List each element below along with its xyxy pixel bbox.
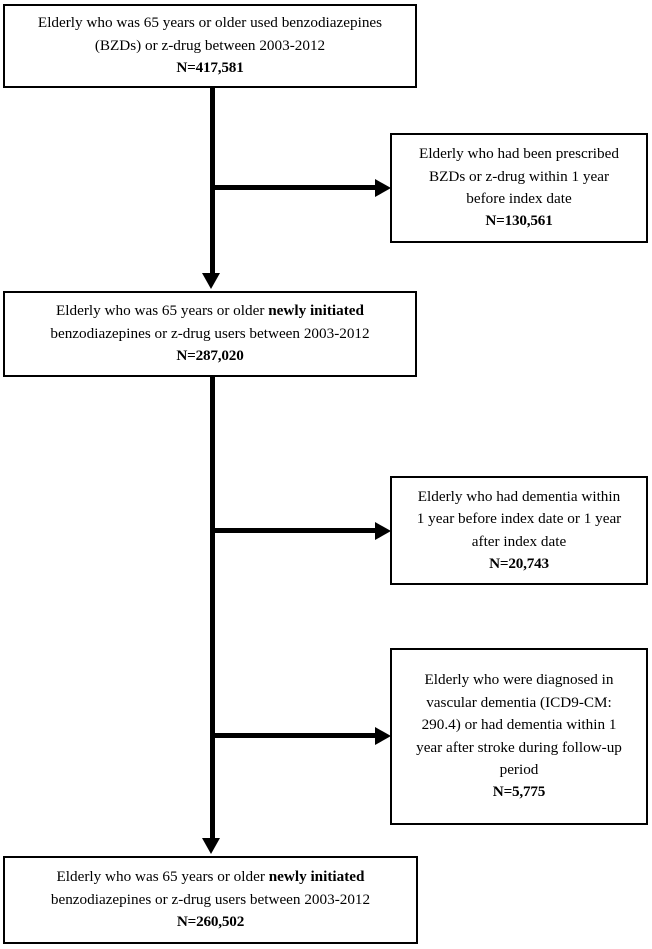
node-exclusion-prior-bzd: Elderly who had been prescribed BZDs or … bbox=[390, 133, 648, 243]
connector-initial-to-new-users bbox=[210, 88, 215, 273]
node-text-line: Elderly who was 65 years or older newly … bbox=[56, 302, 364, 320]
connector-branch-dementia bbox=[210, 528, 382, 533]
node-text-line: benzodiazepines or z-drug users between … bbox=[50, 890, 371, 908]
node-count: N=5,775 bbox=[492, 783, 546, 801]
node-text-line: benzodiazepines or z-drug users between … bbox=[50, 324, 370, 342]
node-text-line: Elderly who was 65 years or older used b… bbox=[37, 14, 383, 32]
node-cohort-new-users: Elderly who was 65 years or older newly … bbox=[3, 291, 417, 377]
node-text-line: year after stroke during follow-up bbox=[416, 738, 622, 756]
node-exclusion-vascular-dementia: Elderly who were diagnosed in vascular d… bbox=[390, 648, 648, 825]
arrowhead-right-icon bbox=[375, 179, 391, 197]
node-text-line: after index date bbox=[471, 532, 567, 550]
node-text-line: 1 year before index date or 1 year bbox=[416, 510, 622, 528]
connector-branch-prior-bzd bbox=[210, 185, 382, 190]
node-count: N=417,581 bbox=[176, 59, 244, 77]
arrowhead-right-icon bbox=[375, 522, 391, 540]
node-cohort-final: Elderly who was 65 years or older newly … bbox=[3, 856, 418, 944]
node-text-line: vascular dementia (ICD9-CM: bbox=[426, 693, 612, 711]
arrowhead-down-icon bbox=[202, 838, 220, 854]
node-text-line: Elderly who were diagnosed in bbox=[424, 671, 614, 689]
node-text-line: BZDs or z-drug within 1 year bbox=[428, 167, 610, 185]
connector-new-users-to-final bbox=[210, 377, 215, 838]
node-cohort-initial: Elderly who was 65 years or older used b… bbox=[3, 4, 417, 88]
arrowhead-right-icon bbox=[375, 727, 391, 745]
arrowhead-down-icon bbox=[202, 273, 220, 289]
node-count: N=130,561 bbox=[485, 212, 553, 230]
node-text-line: 290.4) or had dementia within 1 bbox=[421, 716, 617, 734]
node-text-line: (BZDs) or z-drug between 2003-2012 bbox=[94, 36, 326, 54]
node-count: N=20,743 bbox=[489, 554, 549, 572]
node-text-line: Elderly who had been prescribed bbox=[419, 145, 619, 163]
node-text-line: before index date bbox=[466, 190, 572, 207]
node-text-line: Elderly who was 65 years or older newly … bbox=[56, 868, 365, 886]
node-text-line: period bbox=[499, 760, 539, 778]
node-count: N=287,020 bbox=[176, 347, 244, 365]
node-count: N=260,502 bbox=[176, 913, 245, 931]
node-text-line: Elderly who had dementia within bbox=[417, 487, 621, 505]
node-exclusion-dementia: Elderly who had dementia within 1 year b… bbox=[390, 476, 648, 585]
connector-branch-vascular bbox=[210, 733, 382, 738]
